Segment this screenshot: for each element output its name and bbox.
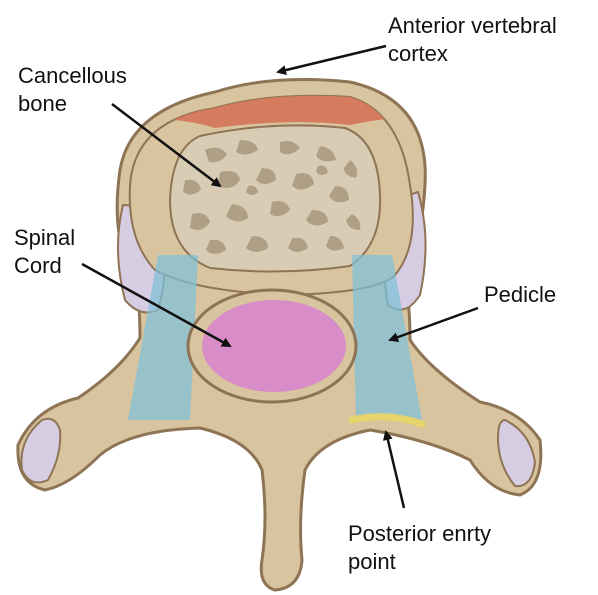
label-entry-point-line1: Posterior enrty: [348, 520, 491, 548]
label-pedicle-line1: Pedicle: [484, 281, 556, 309]
label-pedicle: Pedicle: [484, 281, 556, 309]
label-anterior-cortex: Anterior vertebral cortex: [388, 12, 557, 68]
arrow-anterior-cortex: [278, 46, 386, 72]
label-spinal-cord-line1: Spinal: [14, 224, 75, 252]
label-entry-point-line2: point: [348, 548, 491, 576]
label-cancellous-line1: Cancellous: [18, 62, 127, 90]
label-anterior-cortex-line1: Anterior vertebral: [388, 12, 557, 40]
label-spinal-cord: Spinal Cord: [14, 224, 75, 280]
label-anterior-cortex-line2: cortex: [388, 40, 557, 68]
label-cancellous-bone: Cancellous bone: [18, 62, 127, 118]
label-entry-point: Posterior enrty point: [348, 520, 491, 576]
spinal-cord: [202, 300, 346, 392]
label-spinal-cord-line2: Cord: [14, 252, 75, 280]
arrow-entry-point: [386, 432, 404, 508]
label-cancellous-line2: bone: [18, 90, 127, 118]
